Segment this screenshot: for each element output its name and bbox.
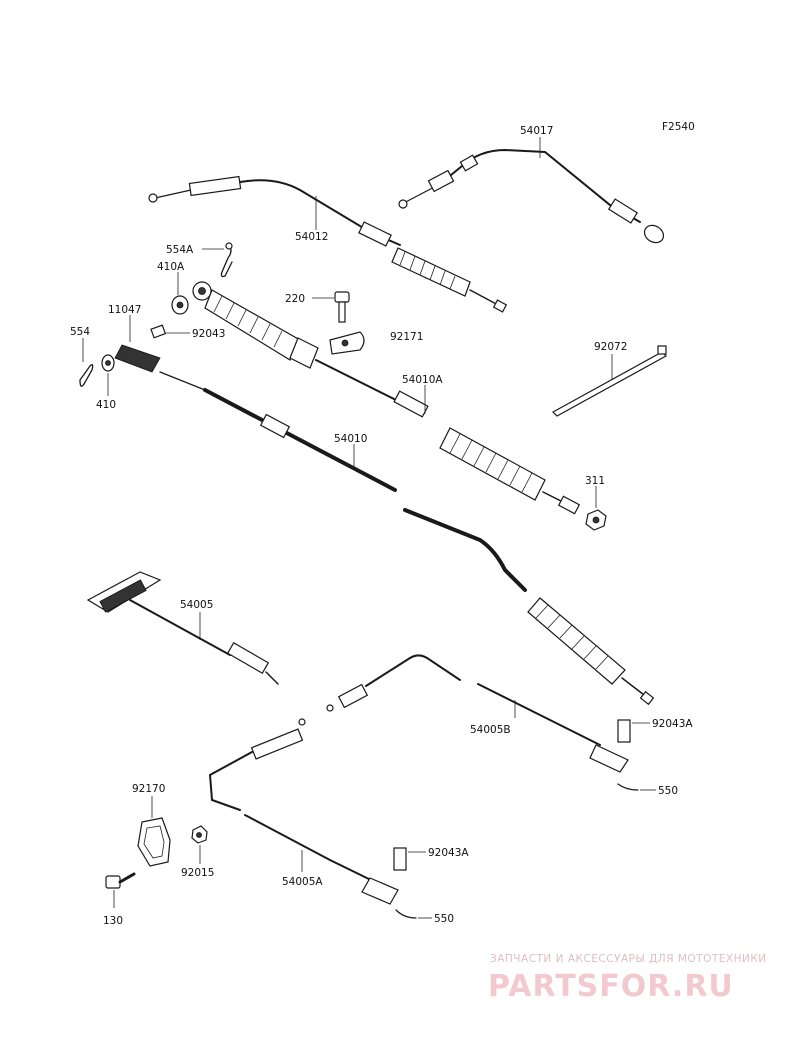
washer-410A (171, 295, 189, 315)
label-550-lower: 550 (434, 913, 454, 925)
label-410: 410 (96, 399, 116, 411)
cable-54005 (86, 571, 279, 685)
label-54005: 54005 (180, 599, 213, 611)
label-54010: 54010 (334, 433, 367, 445)
clip-554 (79, 364, 94, 387)
watermark-logo: ЗАПЧАСТИ И АКСЕССУАРЫ ДЛЯ МОТОТЕХНИКИ PA… (488, 953, 767, 1004)
watermark-tagline: ЗАПЧАСТИ И АКСЕССУАРЫ ДЛЯ МОТОТЕХНИКИ (490, 953, 767, 965)
washer-410 (101, 354, 115, 372)
bracket-92170 (137, 817, 171, 867)
clip-554A (220, 242, 233, 278)
label-410A: 410A (157, 261, 185, 273)
label-54017: 54017 (520, 125, 553, 137)
watermark-brand: PARTSFOR.RU (488, 969, 734, 1004)
cable-54012 (148, 175, 508, 313)
nut-311 (585, 509, 607, 531)
pin-92043 (150, 324, 167, 339)
bolt-130 (105, 872, 136, 889)
label-11047: 11047 (108, 304, 141, 316)
clip-550-lower (395, 909, 417, 919)
pin-92043A-upper (617, 719, 631, 743)
pin-92043A-lower (393, 847, 407, 871)
label-554: 554 (70, 326, 90, 338)
label-550-upper: 550 (658, 785, 678, 797)
label-54005A: 54005A (282, 876, 323, 888)
clip-550-upper (617, 783, 639, 791)
cable-54010 (159, 371, 655, 706)
label-130: 130 (103, 915, 123, 927)
label-54005B: 54005B (470, 724, 511, 736)
clamp-92171 (329, 331, 365, 355)
cable-54005A (208, 718, 399, 905)
label-554A: 554A (166, 244, 194, 256)
label-54012: 54012 (295, 231, 328, 243)
bracket-11047 (114, 344, 161, 373)
tie-92072 (552, 345, 667, 417)
cable-54005B (326, 654, 629, 773)
label-92043A-upper: 92043A (652, 718, 693, 730)
label-92171: 92171 (390, 331, 423, 343)
cable-54017 (398, 148, 665, 244)
figure-code: F2540 (662, 121, 695, 133)
label-92015: 92015 (181, 867, 214, 879)
cable-54010A (192, 281, 581, 515)
label-92072: 92072 (594, 341, 627, 353)
label-92170: 92170 (132, 783, 165, 795)
label-92043A-lower: 92043A (428, 847, 469, 859)
label-311: 311 (585, 475, 605, 487)
nut-92015 (191, 825, 208, 844)
bolt-220 (334, 291, 350, 323)
label-220: 220 (285, 293, 305, 305)
label-92043: 92043 (192, 328, 225, 340)
label-54010A: 54010A (402, 374, 443, 386)
